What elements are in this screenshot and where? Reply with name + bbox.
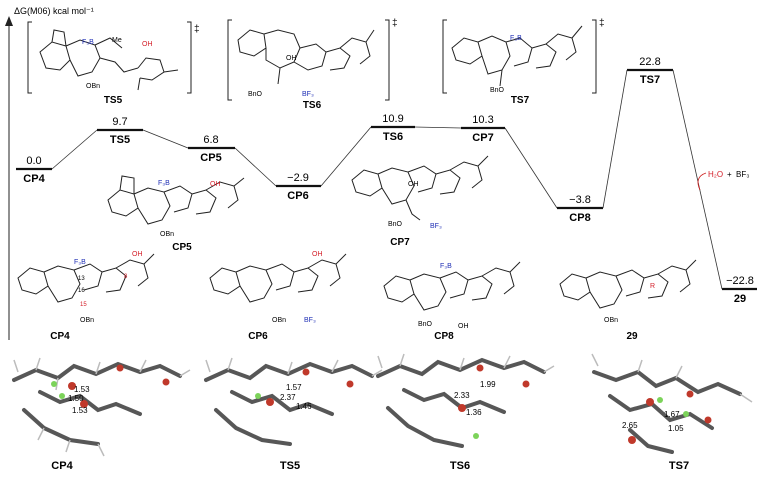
y-axis: ΔG(M06) kcal mol⁻¹ [5,6,94,340]
water-label: H₂O [708,170,723,179]
structure-cp8: F₃B BnO OH CP8 [383,261,521,342]
caption-cp4: CP4 [50,331,70,342]
energy-ts6: 10.9 [382,113,403,125]
distance-cp4-3: 1.53 [72,406,88,415]
caption-ts5: TS5 [104,95,123,106]
energy-cp4: 0.0 [26,155,41,167]
level-label-cp6: CP6 [287,190,308,202]
side-product: H₂O + BF₃ [697,170,749,191]
r-label-29: R [650,283,655,290]
structure-ts7: ‡ F₃B BnO TS7 [442,18,605,106]
bf3-label-cp6: BF₃ [304,317,316,324]
plus-sign: + [727,170,732,179]
distance-ts5-2: 2.37 [280,393,296,402]
bno-label-cp8: BnO [418,321,433,328]
distance-ts6-2: 2.33 [454,391,470,400]
bf3-label-cp7: BF₃ [430,223,442,230]
model-cp4: 1.53 1.50 1.53 CP4 [12,357,191,472]
model-caption-ts5: TS5 [280,460,300,472]
caption-ts7: TS7 [511,95,530,106]
caption-cp8: CP8 [434,331,454,342]
oh-label-cp8: OH [458,323,469,330]
distance-ts6-1: 1.99 [480,380,496,389]
level-label-cp7: CP7 [472,132,493,144]
bno-label-ts7: BnO [490,87,505,94]
distance-ts7-2: 2.65 [622,421,638,430]
oh-label-cp7: OH [408,181,419,188]
obn-label-cp4: OBn [80,317,94,324]
oh-label-cp4: OH [132,251,143,258]
energy-cp7: 10.3 [472,114,493,126]
model-ts6: 1.99 2.33 1.36 TS6 [376,353,555,472]
model-caption-ts6: TS6 [450,460,470,472]
energy-levels [16,68,757,291]
model-ts7: 1.67 2.65 1.05 TS7 [591,353,753,472]
f3b-label: F₃B [82,39,94,46]
model-ts5: 1.57 2.37 1.46 TS5 [204,357,383,472]
ts-marker: ‡ [194,24,200,35]
structure-cp6: OH OBn BF₃ CP6 [209,251,347,342]
caption-cp5: CP5 [172,242,192,253]
distance-ts6-3: 1.36 [466,408,482,417]
structure-cp7: OH BF₃ BnO CP7 [351,155,489,248]
level-label-29: 29 [734,293,746,305]
level-label-cp4: CP4 [23,173,45,185]
num13-label: 13 [78,276,85,282]
oh-label-cp5: OH [210,181,221,188]
structure-ts5: ‡ F₃B OH Me OBn TS5 [27,21,200,106]
energy-ts7: 22.8 [639,56,660,68]
distance-ts5-1: 1.57 [286,383,302,392]
oh-label-ts6: OH [286,55,297,62]
model-caption-ts7: TS7 [669,460,689,472]
level-label-cp5: CP5 [200,152,221,164]
release-arrow-icon [697,172,707,191]
energy-cp6: −2.9 [287,172,309,184]
bno-label-ts6: BnO [248,91,263,98]
energy-cp8: −3.8 [569,194,591,206]
y-axis-label: ΔG(M06) kcal mol⁻¹ [14,6,94,16]
distance-cp4-2: 1.50 [68,394,84,403]
me-label: Me [112,37,122,44]
bf3-label-ts6: BF₃ [302,91,314,98]
connectors [51,69,723,290]
distance-cp4-1: 1.53 [74,385,90,394]
num8-label: 8 [124,274,128,280]
level-label-ts7: TS7 [640,74,660,86]
structure-29: R OBn 29 [559,259,697,342]
f3b-label-cp4: F₃B [74,259,86,266]
distance-ts5-3: 1.46 [296,402,312,411]
distance-ts7-1: 1.67 [664,410,680,419]
obn-label-cp6: OBn [272,317,286,324]
structure-cp5: F₃B OH OBn CP5 [107,175,245,253]
ts-marker-ts7: ‡ [599,18,605,29]
obn-label: OBn [86,83,100,90]
f3b-label-cp8: F₃B [440,263,452,270]
caption-cp7: CP7 [390,237,410,248]
level-label-ts6: TS6 [383,131,403,143]
level-label-ts5: TS5 [110,134,130,146]
energy-cp5: 6.8 [203,134,218,146]
caption-cp6: CP6 [248,331,268,342]
f3b-label-cp5: F₃B [158,180,170,187]
num15-label: 15 [80,302,87,308]
oh-label-cp6: OH [312,251,323,258]
level-label-cp8: CP8 [569,212,590,224]
num16-label: 16 [78,288,85,294]
distance-ts7-3: 1.05 [668,424,684,433]
bno-label-cp7: BnO [388,221,403,228]
structure-ts6: ‡ BF₃ BnO OH TS6 [227,18,398,111]
obn-label-29: OBn [604,317,618,324]
energy-ts5: 9.7 [112,116,127,128]
caption-29: 29 [626,331,638,342]
oh-label: OH [142,41,153,48]
model-caption-cp4: CP4 [51,460,73,472]
ts-marker-ts6: ‡ [392,18,398,29]
bf3-label: BF₃ [736,170,749,179]
caption-ts6: TS6 [303,100,322,111]
f3b-label-ts7: F₃B [510,35,522,42]
energy-29: −22.8 [726,275,754,287]
structure-cp4: F₃B OH 13 16 15 8 OBn CP4 [17,251,155,342]
obn-label-cp5: OBn [160,231,174,238]
